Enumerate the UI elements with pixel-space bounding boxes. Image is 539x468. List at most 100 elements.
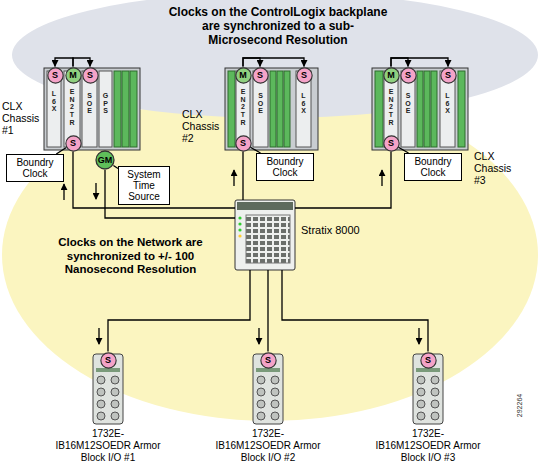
clx-chassis-1 bbox=[99, 71, 112, 147]
device-label: 1732E- IB16M12SOEDR Armor Block I/O #1 bbox=[53, 428, 163, 464]
clock-circle: S bbox=[82, 67, 99, 84]
clock-circle: S bbox=[235, 135, 252, 152]
clock-circle: S bbox=[252, 67, 269, 84]
device-label: 1732E- IB16M12SOEDR Armor Block I/O #2 bbox=[213, 428, 323, 464]
clx-chassis-3 bbox=[458, 71, 465, 147]
clock-circle-outline bbox=[296, 67, 311, 82]
clx-chassis-3 bbox=[417, 71, 423, 147]
clock-circle-outline bbox=[252, 67, 267, 82]
clx-chassis-1 bbox=[44, 68, 140, 150]
clock-circle-outline bbox=[47, 67, 62, 82]
module-label: EN2TR bbox=[388, 88, 395, 126]
clock-letter: S bbox=[296, 67, 313, 84]
module-label: SOE bbox=[405, 92, 412, 115]
clock-circle-outline bbox=[96, 151, 114, 169]
network-cable bbox=[267, 270, 268, 352]
chassis-label: CLX Chassis #2 bbox=[182, 108, 222, 144]
clock-circle-outline bbox=[82, 67, 97, 82]
sync-direction-arrow bbox=[95, 183, 96, 199]
clock-letter: S bbox=[440, 67, 457, 84]
sync-arrow bbox=[243, 58, 304, 67]
network-cable bbox=[242, 152, 243, 201]
clx-chassis-1 bbox=[130, 71, 137, 147]
sync-arrow bbox=[391, 58, 448, 67]
clock-letter: S bbox=[47, 67, 64, 84]
clock-letter: M bbox=[383, 67, 400, 84]
clock-circle-outline bbox=[100, 352, 115, 367]
callout-text: Boundry Clock bbox=[409, 156, 457, 178]
clock-circle-outline bbox=[420, 352, 435, 367]
switch-label: Stratix 8000 bbox=[301, 224, 360, 236]
clx-chassis-2 bbox=[225, 68, 318, 150]
clx-chassis-3 bbox=[424, 71, 430, 147]
network-switch: Stratix 8000 bbox=[235, 200, 295, 270]
clock-letter: GM bbox=[95, 150, 115, 170]
module-label: L6X bbox=[300, 92, 307, 115]
sync-arrow bbox=[391, 58, 408, 67]
clock-letter: S bbox=[420, 352, 437, 369]
sync-direction-arrow bbox=[258, 328, 259, 344]
clock-circle: S bbox=[296, 67, 313, 84]
clock-circle-outline bbox=[383, 67, 398, 82]
clock-circle-outline bbox=[65, 135, 80, 150]
clock-circle: S bbox=[47, 67, 64, 84]
clock-circle: S bbox=[420, 352, 437, 369]
clock-letter: S bbox=[260, 352, 277, 369]
clock-circle: S bbox=[383, 135, 400, 152]
stratix-switch bbox=[246, 215, 290, 263]
clx-chassis-1 bbox=[122, 71, 129, 147]
clock-circle-outline bbox=[65, 67, 80, 82]
clock-letter: M bbox=[65, 67, 82, 84]
callout-box: System Time Source bbox=[118, 166, 170, 205]
sync-direction-arrow bbox=[418, 328, 419, 344]
clx-chassis-3 bbox=[375, 71, 383, 147]
clock-circle-outline bbox=[235, 67, 250, 82]
clock-circle: S bbox=[400, 67, 417, 84]
clock-circle-outline bbox=[440, 67, 455, 82]
stratix-switch bbox=[238, 222, 241, 225]
sync-direction-arrow bbox=[233, 170, 234, 186]
module-label: SOE bbox=[257, 92, 264, 115]
clock-circle: S bbox=[65, 135, 82, 152]
clx-chassis-2 bbox=[270, 71, 276, 147]
stratix-switch bbox=[238, 234, 241, 237]
device-label: 1732E- IB16M12SOEDR Armor Block I/O #3 bbox=[373, 428, 483, 464]
clx-chassis-3 bbox=[372, 68, 468, 150]
module-label: L6X bbox=[444, 92, 451, 115]
network-note: Clocks on the Network are synchronized t… bbox=[48, 236, 213, 277]
clock-circle: S bbox=[440, 67, 457, 84]
clock-letter: S bbox=[400, 67, 417, 84]
callout-box: Boundry Clock bbox=[404, 153, 462, 181]
clock-letter: S bbox=[235, 135, 252, 152]
clock-letter: S bbox=[65, 135, 82, 152]
clock-letter: S bbox=[383, 135, 400, 152]
stratix-switch bbox=[235, 200, 295, 270]
clx-chassis-3 bbox=[372, 68, 468, 150]
network-cable bbox=[108, 270, 250, 352]
clock-circle-outline bbox=[260, 352, 275, 367]
figure-number: 292264 bbox=[516, 394, 523, 417]
callout-box: Boundry Clock bbox=[256, 153, 314, 181]
clx-chassis-1 bbox=[44, 68, 140, 150]
clx-chassis-3 bbox=[431, 71, 437, 147]
module-label: EN2TR bbox=[240, 88, 247, 126]
clock-circle: S bbox=[260, 352, 277, 369]
clock-circle: M bbox=[235, 67, 252, 84]
stratix-switch bbox=[238, 228, 241, 231]
module-label: GPS bbox=[102, 92, 109, 115]
module-label: SOE bbox=[86, 92, 93, 115]
clock-letter: S bbox=[252, 67, 269, 84]
clock-letter: M bbox=[235, 67, 252, 84]
clx-chassis-2 bbox=[284, 71, 290, 147]
clock-circle: GM bbox=[95, 150, 115, 170]
sync-direction-arrow bbox=[381, 170, 382, 186]
sync-direction-arrow bbox=[98, 328, 99, 344]
sync-zone bbox=[2, 0, 538, 421]
clock-letter: S bbox=[100, 352, 117, 369]
sync-arrow bbox=[55, 58, 73, 67]
clx-chassis-2 bbox=[228, 71, 235, 147]
clock-circle: M bbox=[383, 67, 400, 84]
